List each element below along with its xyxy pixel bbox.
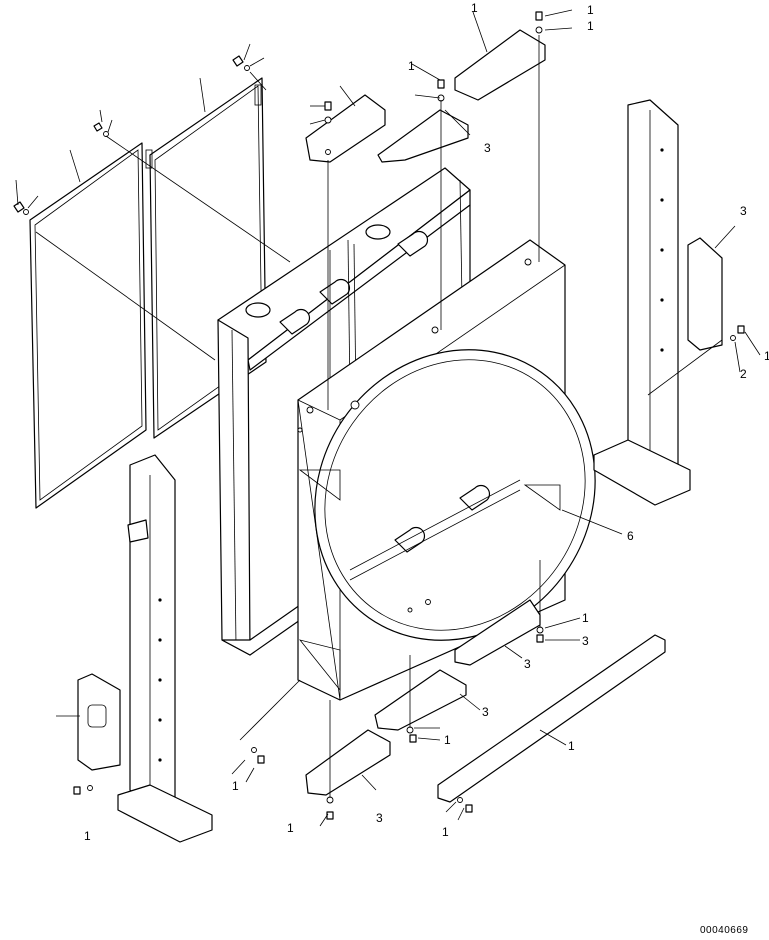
bolt-lower-1 bbox=[536, 626, 544, 643]
callout-m: 3 bbox=[482, 705, 489, 719]
top-cover-plate-right bbox=[454, 29, 546, 101]
callout-e: 3 bbox=[484, 141, 491, 155]
callout-l: 3 bbox=[524, 657, 531, 671]
bolt-right bbox=[730, 325, 745, 341]
left-side-bracket bbox=[77, 673, 121, 771]
right-side-support bbox=[593, 99, 691, 506]
callout-j: 1 bbox=[582, 611, 589, 625]
callout-p: 3 bbox=[376, 811, 383, 825]
callout-t: 1 bbox=[84, 829, 91, 843]
callout-b: 1 bbox=[587, 3, 594, 17]
wing-bolt-2 bbox=[93, 122, 109, 137]
callout-k: 3 bbox=[582, 634, 589, 648]
document-number: 00040669 bbox=[700, 925, 749, 935]
lower-cover-plate-3 bbox=[305, 729, 391, 796]
callout-a: 1 bbox=[471, 1, 478, 15]
left-side-support bbox=[117, 454, 213, 843]
bolt-top-3 bbox=[324, 101, 332, 124]
top-cover-plate-left bbox=[305, 94, 386, 163]
callout-f: 3 bbox=[740, 204, 747, 218]
callout-n: 1 bbox=[444, 733, 451, 747]
top-cover-plate-mid bbox=[377, 109, 469, 163]
callout-s: 1 bbox=[442, 825, 449, 839]
leader-lines bbox=[15, 9, 761, 827]
bolt-lower-5 bbox=[457, 797, 473, 813]
screen-frame-outer bbox=[29, 142, 147, 509]
bolt-left-lower bbox=[73, 785, 93, 795]
bolt-top-1 bbox=[535, 11, 543, 34]
lower-cover-plate-2 bbox=[374, 669, 467, 731]
bolt-lower-4 bbox=[251, 747, 265, 764]
callout-c: 1 bbox=[587, 19, 594, 33]
callout-o: 1 bbox=[568, 739, 575, 753]
callout-r: 1 bbox=[232, 779, 239, 793]
callout-d: 1 bbox=[408, 59, 415, 73]
wing-bolt-1 bbox=[13, 201, 29, 215]
callout-i: 6 bbox=[627, 529, 634, 543]
radiator-core bbox=[217, 167, 471, 656]
bolt-lower-3 bbox=[326, 796, 334, 820]
callout-g: 1 bbox=[764, 349, 769, 363]
wing-bolt-3 bbox=[232, 55, 250, 71]
bolt-lower-2 bbox=[406, 726, 417, 743]
right-side-bracket bbox=[687, 237, 723, 351]
callout-q: 1 bbox=[287, 821, 294, 835]
fan-shroud bbox=[297, 239, 596, 701]
callout-h: 2 bbox=[740, 367, 747, 381]
long-lower-bar bbox=[437, 634, 666, 803]
